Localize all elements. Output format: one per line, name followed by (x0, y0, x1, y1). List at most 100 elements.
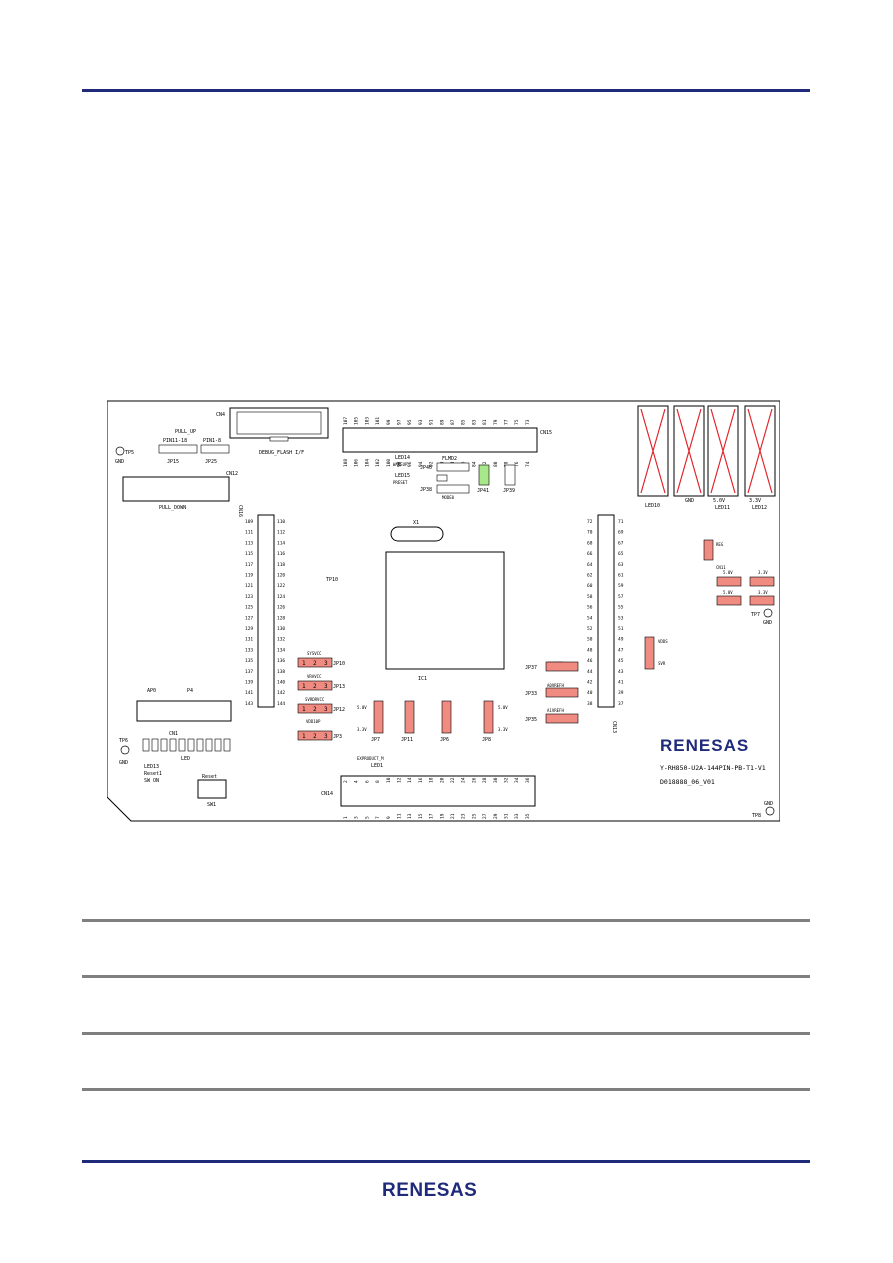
pin-label: 37 (618, 701, 624, 707)
sysvcc-label: SYSVCC (307, 651, 322, 656)
pin-label: 7 (375, 816, 381, 819)
pin-label: 63 (618, 562, 624, 568)
pin-label: 44 (587, 669, 593, 675)
pin-label: 114 (277, 540, 285, 546)
jp10-label: JP10 (333, 661, 345, 667)
pin-label: 29 (493, 813, 499, 819)
pin-label: 132 (277, 637, 285, 643)
pin-label: 107 (343, 417, 349, 425)
pin-label: 64 (587, 562, 593, 568)
pin-label: 144 (277, 701, 285, 707)
pin-label: 141 (245, 690, 253, 696)
jp40-label: JP40 (420, 465, 432, 471)
pin-label: 122 (277, 583, 285, 589)
pin-label: 69 (618, 530, 624, 536)
tp5-gnd-label: GND (115, 459, 124, 465)
pin-label: 58 (587, 594, 593, 600)
svr-label: SVR (658, 661, 666, 666)
footer-renesas-logo: RENESAS (382, 1180, 477, 1200)
pin-label: 48 (587, 647, 593, 653)
x1-label: X1 (413, 520, 419, 526)
pin-label: 106 (354, 459, 360, 467)
reg-label: REG (716, 542, 724, 547)
pin-label: 110 (277, 519, 285, 525)
board-brand-logo: RENESAS (660, 736, 749, 755)
pin-label: 62 (587, 573, 593, 579)
board-code: D018888_06_V01 (660, 778, 715, 786)
pin-label: 38 (587, 701, 593, 707)
pin-label: 80 (493, 461, 499, 467)
cn4-sublabel: DEBUG_FLASH I/F (259, 450, 304, 456)
pin-label: 28 (482, 777, 488, 783)
pin-label: 81 (482, 419, 488, 425)
pin-label: 3 (324, 733, 328, 740)
led15-label: LED15 (395, 473, 410, 479)
jp25-label: JP25 (205, 459, 217, 465)
pin-label: 33 (514, 813, 520, 819)
cn16-pins-left: 1091111131151171191211231251271291311331… (245, 519, 253, 707)
led1-label: LED1 (371, 763, 383, 769)
pin-label: 14 (407, 777, 413, 783)
pin-label: 65 (618, 551, 624, 557)
pin-label: 143 (245, 701, 253, 707)
cn16-pins-right: 1101121141161181201221241261281301321341… (277, 519, 285, 707)
pin-label: 31 (504, 813, 510, 819)
pin-label: 120 (277, 573, 285, 579)
pin-label: 49 (618, 637, 624, 643)
pin-label: 98 (397, 461, 403, 467)
pin-label: 1 (302, 706, 306, 713)
pin-label: 8 (375, 780, 381, 783)
pin-label: 25 (471, 813, 477, 819)
pin-label: 36 (525, 777, 531, 783)
pin-label: 1 (302, 660, 306, 667)
jp7-label: JP7 (371, 737, 380, 743)
cn1-label: CN1 (169, 731, 178, 737)
led-label: LED (181, 756, 190, 762)
jp11-label: JP11 (401, 737, 413, 743)
pin-label: 55 (618, 605, 624, 611)
jp13-label: JP13 (333, 684, 345, 690)
jp3-label: JP3 (333, 734, 342, 740)
pin-label: 20 (439, 777, 445, 783)
pin-label: 104 (364, 459, 370, 467)
led-array (142, 738, 231, 752)
pin-label: 74 (525, 461, 531, 467)
tp6-label: TP6 (119, 738, 128, 744)
pin-label: 116 (277, 551, 285, 557)
pin-label: 54 (587, 615, 593, 621)
pin-label: 4 (354, 780, 360, 783)
pin-label: 35 (525, 813, 531, 819)
p4-label: P4 (187, 688, 193, 694)
jp4-v50: 5.0V (723, 590, 733, 595)
pin-label: 2 (343, 780, 349, 783)
pin-label: 34 (514, 777, 520, 783)
pin-label: 3 (324, 706, 328, 713)
pin-label: 2 (313, 660, 317, 667)
pin-label: 129 (245, 626, 253, 632)
led-element (169, 738, 177, 752)
pin-label: 21 (450, 813, 456, 819)
tp6-gnd-label: GND (119, 760, 128, 766)
pin-label: 139 (245, 680, 253, 686)
tp7-label: TP7 (751, 612, 760, 618)
pin-label: 92 (429, 461, 435, 467)
pin-label: 17 (429, 813, 435, 819)
pin-label: 83 (471, 419, 477, 425)
led-element (178, 738, 186, 752)
cn11-label: CN11 (716, 565, 726, 570)
pin-label: 102 (375, 459, 381, 467)
pin-label: 23 (461, 813, 467, 819)
tp5-label: TP5 (125, 450, 134, 456)
pin-label: 12 (397, 777, 403, 783)
vdds-label: VDDS (658, 639, 668, 644)
pin-label: 135 (245, 658, 253, 664)
jp8-v33: 3.3V (498, 727, 508, 732)
pin-label: 118 (277, 562, 285, 568)
tp8-gnd-label: GND (764, 801, 773, 807)
pin-label: 130 (277, 626, 285, 632)
header-rule (82, 89, 810, 92)
pin-label: 109 (245, 519, 253, 525)
pin-label: 61 (618, 573, 624, 579)
pin-label: 75 (514, 419, 520, 425)
